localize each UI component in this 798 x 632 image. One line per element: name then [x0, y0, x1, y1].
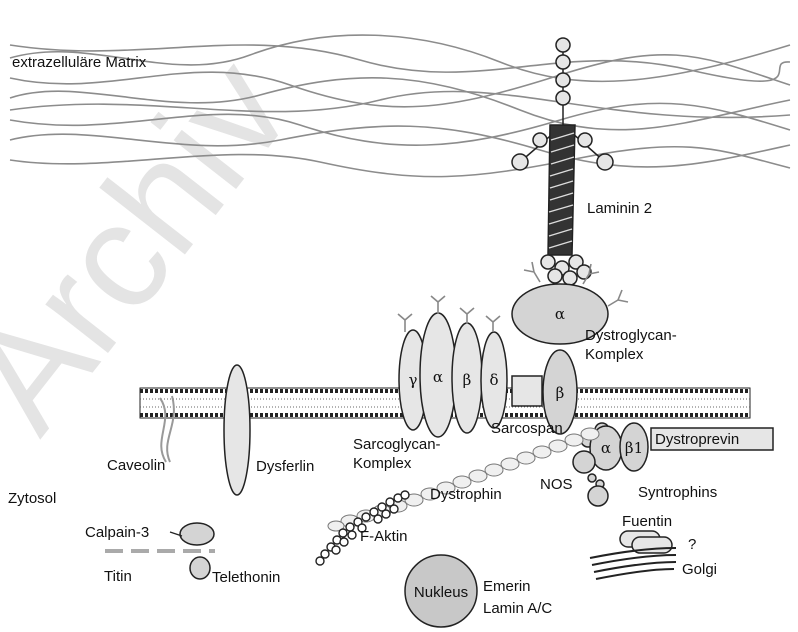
label-zytosol: Zytosol: [8, 490, 56, 507]
label-sarcoglycan-2: Komplex: [353, 455, 412, 472]
label-delta-sarcoglycan: δ: [489, 371, 498, 389]
label-alpha-syntrophin: α: [601, 439, 611, 457]
label-telethonin: Telethonin: [212, 569, 280, 586]
label-titin: Titin: [104, 568, 132, 585]
label-nukleus: Nukleus: [414, 584, 468, 601]
telethonin-protein: [190, 557, 210, 579]
label-caveolin: Caveolin: [107, 457, 165, 474]
label-fuentin: Fuentin: [622, 513, 672, 530]
label-beta-sarcoglycan: β: [463, 371, 472, 389]
label-gamma-sarcoglycan: γ: [409, 371, 418, 389]
label-dystroprevin: Dystroprevin: [655, 431, 739, 448]
label-matrix: extrazelluläre Matrix: [12, 54, 147, 71]
label-emerin: Emerin: [483, 578, 531, 595]
label-dysferlin: Dysferlin: [256, 458, 314, 475]
label-lamin: Lamin A/C: [483, 600, 552, 617]
label-nos: NOS: [540, 476, 573, 493]
label-beta-dystroglycan: β: [556, 384, 565, 402]
label-syntrophins: Syntrophins: [638, 484, 717, 501]
dysferlin-protein: [224, 365, 250, 495]
label-laminin: Laminin 2: [587, 200, 652, 217]
label-beta1-syntrophin: β1: [625, 439, 643, 457]
label-sarcoglycan-1: Sarcoglycan-: [353, 436, 441, 453]
label-dystrophin: Dystrophin: [430, 486, 502, 503]
label-alpha-dystroglycan: α: [555, 305, 565, 323]
label-sarcospan: Sarcospan: [491, 420, 563, 437]
label-f-aktin: F-Aktin: [360, 528, 408, 545]
label-dystroglycan-2: Komplex: [585, 346, 644, 363]
label-calpain: Calpain-3: [85, 524, 149, 541]
laminin-2: [512, 38, 613, 285]
calpain-3-protein: [180, 523, 214, 545]
label-golgi: Golgi: [682, 561, 717, 578]
label-alpha-sarcoglycan: α: [433, 368, 443, 386]
sarcospan-protein: [512, 376, 542, 406]
label-question: ?: [688, 536, 696, 553]
label-dystroglycan-1: Dystroglycan-: [585, 327, 677, 344]
